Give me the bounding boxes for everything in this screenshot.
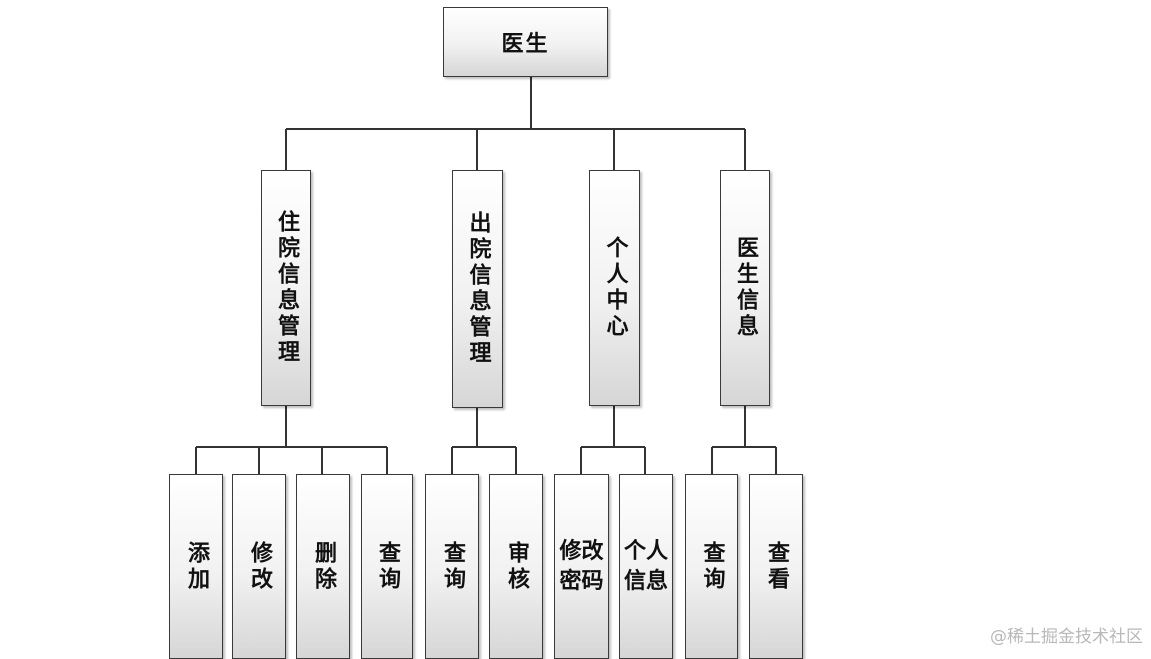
root-node-doctor: 医生 [443, 7, 608, 77]
leaf-node-query: 查询 [425, 474, 479, 659]
leaf-node-review: 审核 [489, 474, 543, 659]
module-label: 出院信息管理 [465, 211, 491, 367]
leaf-node-delete: 删除 [296, 474, 350, 659]
module-label: 医生信息 [733, 236, 758, 340]
module-label: 个人中心 [602, 236, 628, 340]
module-node-discharge: 出院信息管理 [452, 170, 503, 408]
leaf-label: 查询 [375, 540, 400, 593]
leaf-node-personal-info: 个人信息 [619, 474, 673, 659]
root-label: 医生 [501, 32, 550, 57]
leaf-label: 查询 [699, 540, 725, 593]
leaf-node-query: 查询 [361, 474, 413, 659]
leaf-node-view: 查看 [749, 474, 803, 659]
leaf-label: 修改密码 [559, 538, 604, 594]
module-node-personal-center: 个人中心 [589, 170, 640, 406]
leaf-label: 添加 [184, 540, 209, 593]
module-node-doctor-info: 医生信息 [720, 170, 770, 406]
leaf-label: 审核 [504, 540, 529, 593]
leaf-label: 个人信息 [623, 538, 668, 594]
module-node-inpatient: 住院信息管理 [261, 170, 311, 406]
leaf-node-change-password: 修改密码 [554, 474, 609, 659]
leaf-node-add: 添加 [169, 474, 223, 659]
watermark: @稀土掘金技术社区 [990, 627, 1143, 647]
leaf-label: 查询 [440, 540, 465, 593]
module-label: 住院信息管理 [274, 210, 299, 366]
leaf-label: 删除 [311, 540, 336, 593]
leaf-node-edit: 修改 [232, 474, 286, 659]
leaf-label: 查看 [764, 540, 789, 593]
leaf-label: 修改 [247, 540, 272, 593]
leaf-node-query: 查询 [685, 474, 738, 659]
